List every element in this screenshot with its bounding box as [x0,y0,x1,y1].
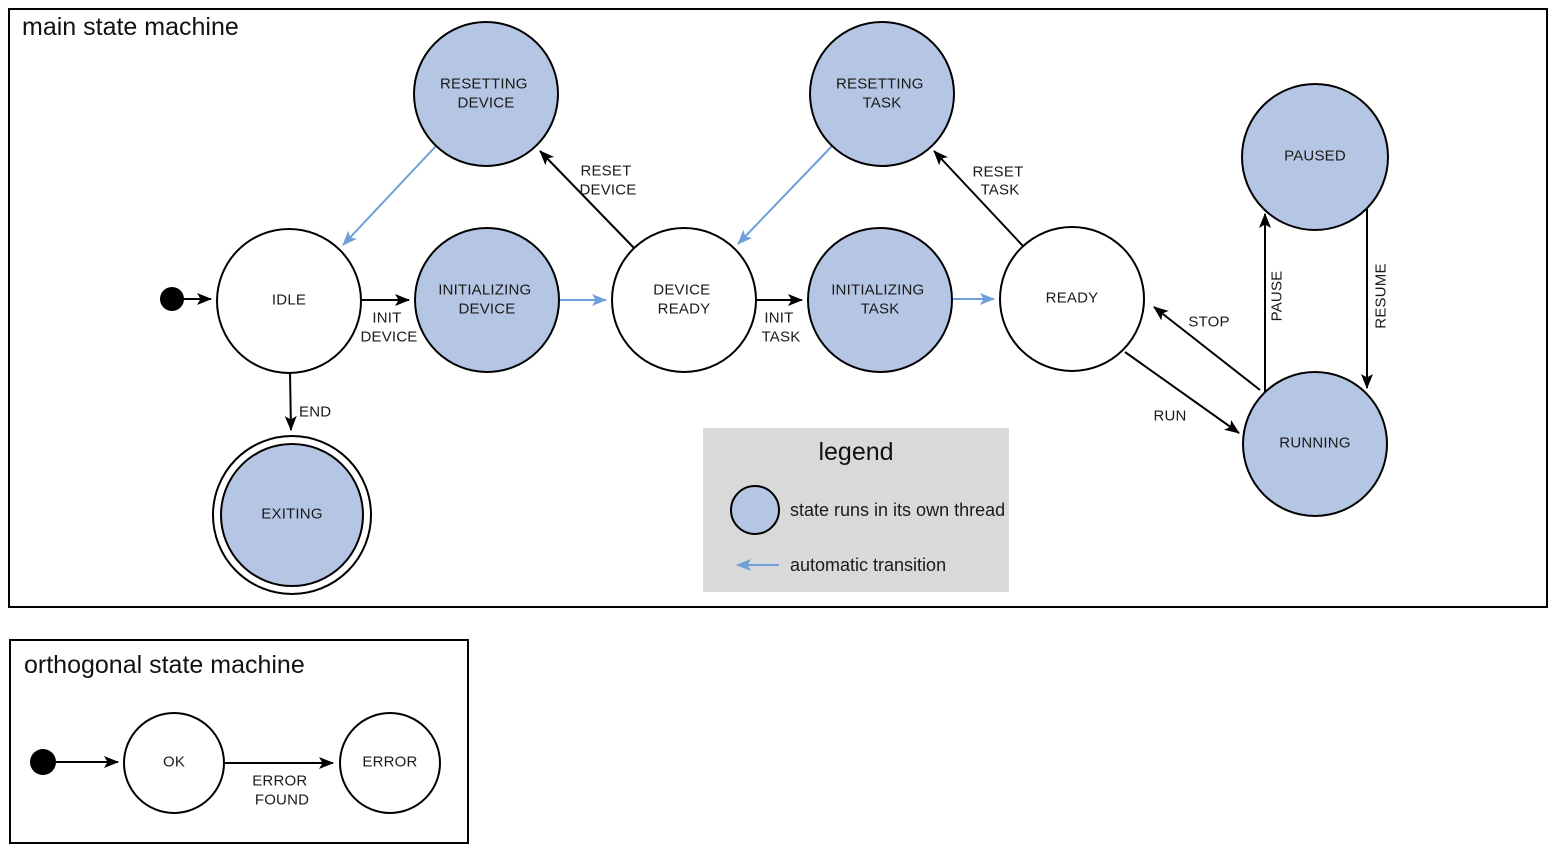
state-paused-circle [1241,83,1389,231]
transition-stop-line [1153,306,1261,391]
state-error-label: ERROR [362,754,417,771]
state-initializing-device-circle [414,227,560,373]
state-ready: READY [999,226,1145,372]
transition-stop-label: STOP [1188,314,1229,331]
transition-reset-task-label: RESET TASK [972,159,1027,199]
orthogonal-state-machine-title: orthogonal state machine [24,651,305,679]
legend-item-threaded-state: state runs in its own thread [730,485,1005,535]
orthogonal-initial-state-dot [30,749,56,775]
transition-init-task-label: INIT TASK [762,305,801,346]
state-resetting-device-circle [413,21,559,167]
state-running-label: RUNNING [1279,435,1350,452]
state-paused-label: PAUSED [1284,148,1346,165]
transition-auto-resetting-device-to-idle-line [342,145,437,246]
state-exiting-label: EXITING [261,506,322,523]
state-resetting-task: RESETTING TASK [809,21,955,167]
state-running-circle [1242,371,1388,517]
state-resetting-device: RESETTING DEVICE [413,21,559,167]
state-ready-label: READY [1046,290,1099,307]
transition-reset-device-line [539,150,635,249]
state-resetting-task-circle [809,21,955,167]
transition-reset-device-label: RESET DEVICE [579,158,636,199]
state-error: ERROR [339,712,441,814]
state-initializing-task-label: INITIALIZING TASK [831,277,929,318]
state-ready-circle [999,226,1145,372]
transition-resume-label: RESUME [1373,263,1390,328]
state-device-ready-circle [611,227,757,373]
state-exiting-inner-circle [220,443,364,587]
transition-reset-task-line [933,150,1024,247]
state-error-circle [339,712,441,814]
state-idle: IDLE [216,228,362,374]
orthogonal-state-machine: orthogonal state machine OK ERROR ERROR … [9,639,469,844]
state-ok-circle [123,712,225,814]
main-state-machine-title: main state machine [22,13,239,41]
transition-auto-resetting-task-to-device-ready-line [737,145,833,245]
state-initializing-device-label: INITIALIZING DEVICE [438,277,536,318]
legend-title: legend [818,438,893,466]
transition-end-line [284,372,297,431]
state-idle-label: IDLE [272,292,306,309]
state-initializing-task: INITIALIZING TASK [807,227,953,373]
main-state-machine: main state machine IDLE RESETTING DEVICE [8,8,1548,608]
transition-init-device-label: INIT DEVICE [360,305,417,346]
state-device-ready: DEVICE READY [611,227,757,373]
state-resetting-device-label: RESETTING DEVICE [440,71,532,112]
orthogonal-transition-error-found-label: ERROR FOUND [252,768,312,809]
transition-run-line [1124,351,1240,434]
legend: legend state runs in its own thread auto… [703,428,1009,592]
state-running: RUNNING [1242,371,1388,517]
state-idle-circle [216,228,362,374]
threaded-state-icon [730,485,780,535]
transition-run-label: RUN [1153,408,1186,425]
state-initializing-task-circle [807,227,953,373]
legend-item-threaded-label: state runs in its own thread [790,500,1005,520]
legend-item-automatic-label: automatic transition [790,555,946,575]
state-ok: OK [123,712,225,814]
state-resetting-task-label: RESETTING TASK [836,71,928,112]
state-paused: PAUSED [1241,83,1389,231]
state-device-ready-label: DEVICE READY [653,277,714,318]
legend-item-automatic-transition: automatic transition [736,555,946,575]
state-initializing-device: INITIALIZING DEVICE [414,227,560,373]
transition-end-label: END [299,404,331,421]
state-exiting-final: EXITING [212,435,372,595]
initial-state-dot [160,287,184,311]
state-ok-label: OK [163,754,185,771]
transition-pause-label: PAUSE [1269,271,1286,322]
